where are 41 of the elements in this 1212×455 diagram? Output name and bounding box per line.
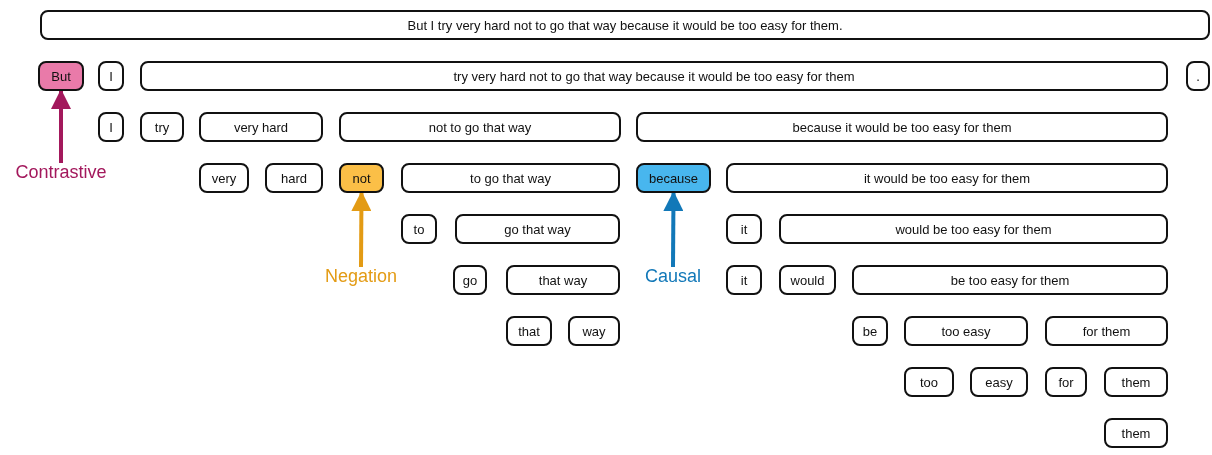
phrase-box: to <box>401 214 437 244</box>
phrase-box: hard <box>265 163 323 193</box>
phrase-box: because <box>636 163 711 193</box>
phrase-box: . <box>1186 61 1210 91</box>
phrase-box: easy <box>970 367 1028 397</box>
phrase-box: would be too easy for them <box>779 214 1168 244</box>
phrase-box: not to go that way <box>339 112 621 142</box>
arrow <box>351 191 372 267</box>
phrase-box: But <box>38 61 84 91</box>
phrase-box: too <box>904 367 954 397</box>
phrase-box: them <box>1104 418 1168 448</box>
phrase-box: for them <box>1045 316 1168 346</box>
phrase-box: not <box>339 163 384 193</box>
phrase-box: be <box>852 316 888 346</box>
phrase-box: be too easy for them <box>852 265 1168 295</box>
phrase-box: I <box>98 112 124 142</box>
phrase-box: I <box>98 61 124 91</box>
phrase-box: go that way <box>455 214 620 244</box>
phrase-box: go <box>453 265 487 295</box>
phrase-box: it <box>726 265 762 295</box>
phrase-box: because it would be too easy for them <box>636 112 1168 142</box>
category-label: Negation <box>324 266 398 287</box>
phrase-box: that way <box>506 265 620 295</box>
phrase-box: try very hard not to go that way because it would be too easy for them <box>140 61 1168 91</box>
phrase-box: very <box>199 163 249 193</box>
arrow <box>51 89 71 163</box>
sentence-box: But I try very hard not to go that way because it would be too easy for them. <box>40 10 1210 40</box>
phrase-box: them <box>1104 367 1168 397</box>
arrow <box>663 191 684 267</box>
category-label: Contrastive <box>15 162 107 183</box>
phrase-box: it <box>726 214 762 244</box>
phrase-box: very hard <box>199 112 323 142</box>
phrase-box: it would be too easy for them <box>726 163 1168 193</box>
phrase-box: to go that way <box>401 163 620 193</box>
phrase-box: too easy <box>904 316 1028 346</box>
category-label: Causal <box>645 266 701 287</box>
phrase-box: way <box>568 316 620 346</box>
phrase-box: for <box>1045 367 1087 397</box>
phrase-box: that <box>506 316 552 346</box>
phrase-box: would <box>779 265 836 295</box>
phrase-box: try <box>140 112 184 142</box>
